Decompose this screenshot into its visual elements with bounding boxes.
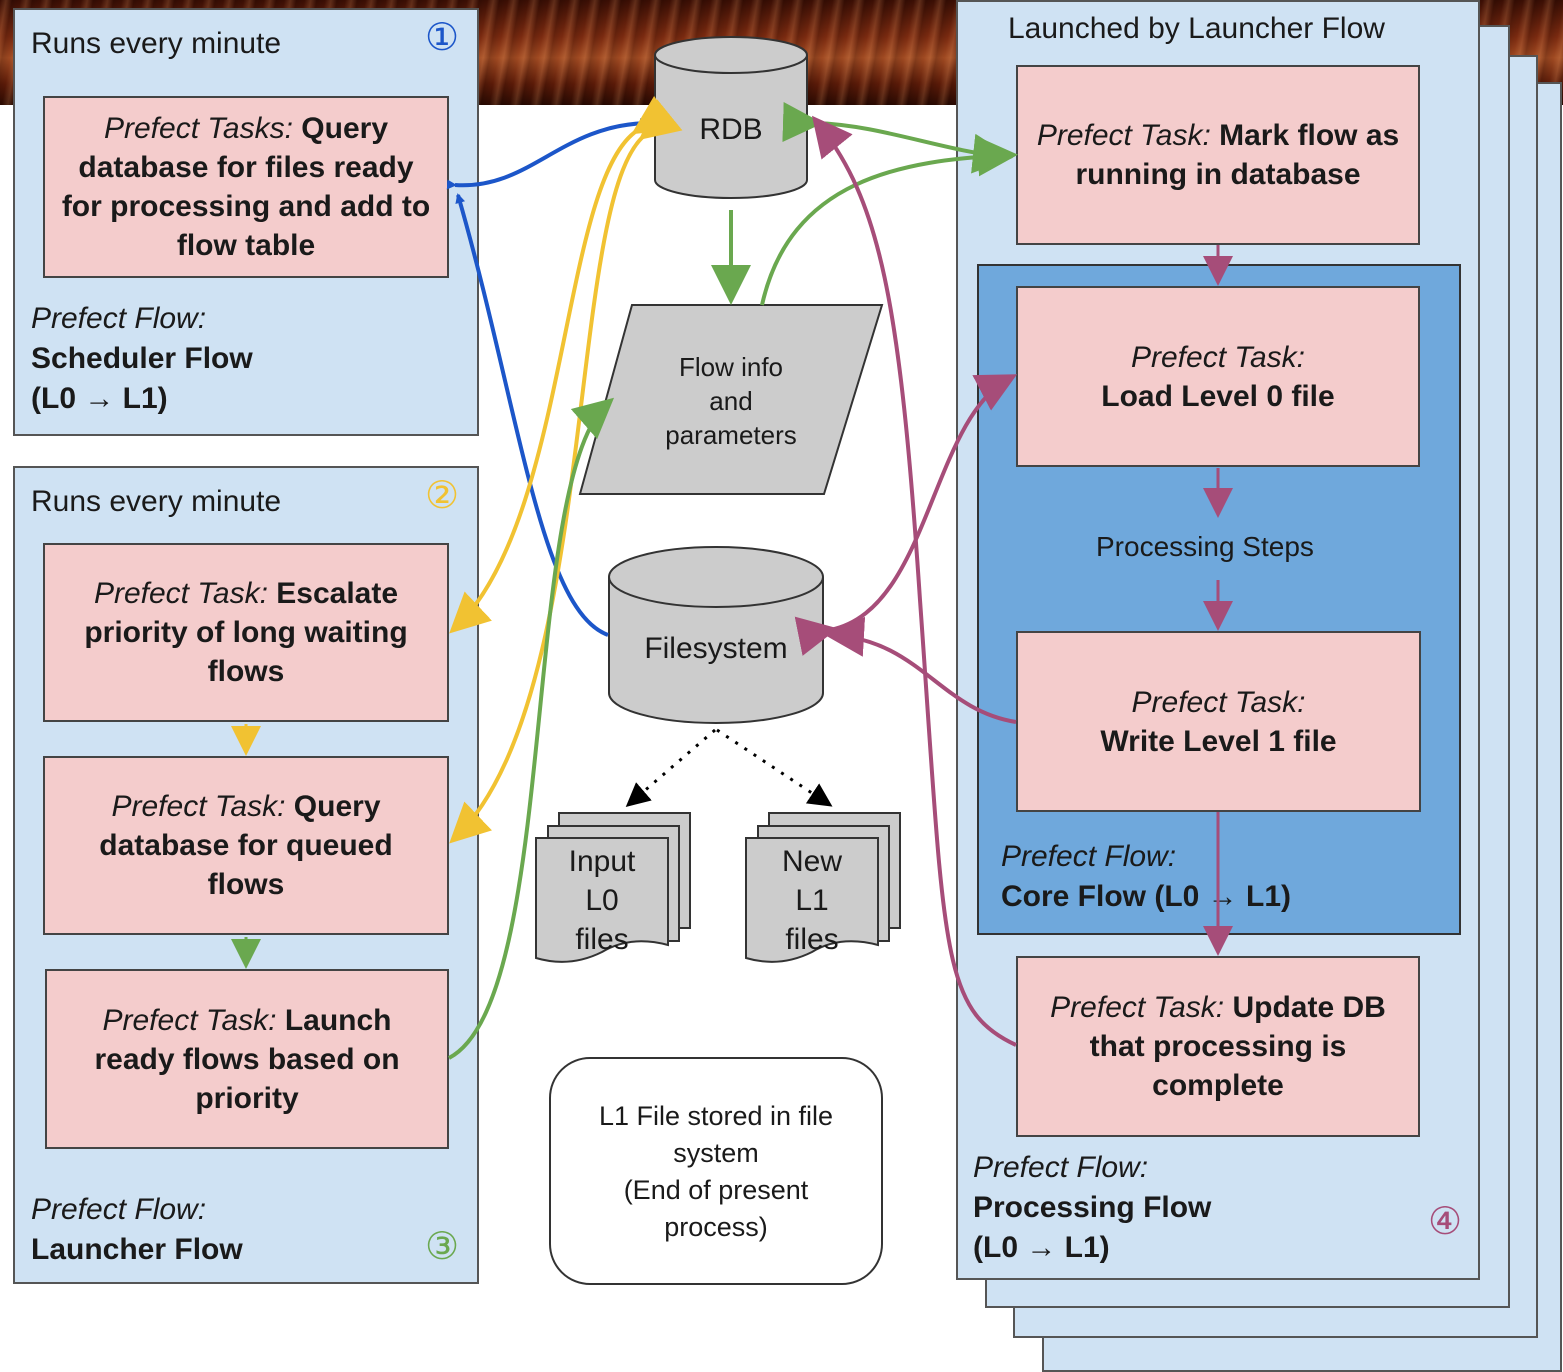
task-text: Query database for queued flows xyxy=(99,790,393,901)
launch-ready-flows-task[interactable]: Prefect Task: Launch ready flows based o… xyxy=(45,969,449,1149)
task-prefix: Prefect Task: xyxy=(1036,119,1211,152)
filesystem-to-input-arrow xyxy=(625,728,716,807)
flow-info-line: Flow info xyxy=(678,352,784,382)
launch-flowinfo-green-arrow xyxy=(448,397,615,1060)
query-queued-flows-task[interactable]: Prefect Task: Query database for queued … xyxy=(43,756,449,935)
scheduler-schedule-label: Runs every minute xyxy=(31,27,282,60)
scheduler-flow-name: Scheduler Flow xyxy=(31,342,253,375)
flow-info-line: and xyxy=(709,386,753,416)
task-text: Mark flow as running in database xyxy=(1075,119,1400,191)
task-prefix: Prefect Task: xyxy=(111,790,286,823)
task-prefix: Prefect Task: xyxy=(1131,340,1305,374)
launcher-number-three-badge: ③ xyxy=(425,1226,460,1268)
write-level1-task[interactable]: Prefect Task: Write Level 1 file xyxy=(1016,631,1421,812)
task-text: Escalate priority of long waiting flows xyxy=(84,577,408,688)
rdb-database-icon xyxy=(654,36,808,199)
task-text: Launch ready flows based on priority xyxy=(94,1003,400,1115)
core-flow-prefix: Prefect Flow: xyxy=(1001,840,1177,873)
filesystem-to-new-arrow xyxy=(716,728,833,807)
rdb-mark-green-arrow xyxy=(782,102,1013,174)
filesystem-label: Filesystem xyxy=(644,632,788,665)
processing-flow-prefix: Prefect Flow: xyxy=(973,1151,1149,1184)
flow-info-line: parameters xyxy=(665,420,797,450)
end-note-line: process) xyxy=(664,1212,768,1242)
processing-number-badge: ④ xyxy=(1428,1201,1463,1243)
write-filesystem-purple-arrow xyxy=(824,616,1017,724)
escalate-priority-task[interactable]: Prefect Task: Escalate priority of long … xyxy=(43,543,449,722)
task-prefix: Prefect Task: xyxy=(1050,991,1225,1024)
input-files-label: Input L0 files xyxy=(536,842,668,959)
scheduler-flow-levels: (L0 → L1) xyxy=(31,382,168,415)
scheduler-query-task[interactable]: Prefect Tasks: Query database for files … xyxy=(43,96,449,278)
files-line: New xyxy=(781,845,842,878)
mark-flow-running-task[interactable]: Prefect Task: Mark flow as running in da… xyxy=(1016,65,1420,245)
launched-by-label: Launched by Launcher Flow xyxy=(1008,12,1385,45)
end-note-box xyxy=(549,1057,883,1285)
core-flow-name: Core Flow (L0 → L1) xyxy=(1001,880,1292,913)
launcher-schedule-label: Runs every minute xyxy=(31,485,282,518)
task-prefix: Prefect Task: xyxy=(93,577,268,610)
end-note-line: system xyxy=(673,1138,759,1168)
task-text: Write Level 1 file xyxy=(1100,724,1337,758)
launcher-flow-prefix: Prefect Flow: xyxy=(31,1193,207,1226)
files-line: files xyxy=(785,923,839,956)
processing-steps-label: Processing Steps xyxy=(1096,531,1314,562)
processing-flow-name: Processing Flow xyxy=(973,1191,1212,1224)
files-line: Input xyxy=(568,845,636,878)
files-line: L1 xyxy=(795,884,829,917)
flow-info-label: Flow info and parameters xyxy=(631,350,831,452)
scheduler-flow-prefix: Prefect Flow: xyxy=(31,302,207,335)
new-l1-files-icon xyxy=(745,812,901,963)
update-rdb-purple-arrow xyxy=(811,115,1017,1047)
rdb-label: RDB xyxy=(699,113,763,146)
task-prefix: Prefect Task: xyxy=(102,1003,277,1037)
scheduler-number-badge: ① xyxy=(425,17,460,59)
filesystem-load-purple-arrow xyxy=(794,374,1018,656)
new-files-label: New L1 files xyxy=(746,842,878,959)
task-prefix: Prefect Task: xyxy=(1131,685,1306,719)
end-note-line: L1 File stored in file xyxy=(598,1101,834,1131)
task-prefix: Prefect Tasks: xyxy=(103,112,293,145)
task-text: Query database for files ready for proce… xyxy=(61,112,431,262)
load-level0-task[interactable]: Prefect Task: Load Level 0 file xyxy=(1016,286,1420,467)
update-db-complete-task[interactable]: Prefect Task: Update DB that processing … xyxy=(1016,956,1420,1137)
filesystem-scheduler-blue-arrow xyxy=(455,193,609,637)
end-note-text: L1 File stored in file system (End of pr… xyxy=(552,1098,880,1246)
task-text: Update DB that processing is complete xyxy=(1089,991,1386,1102)
launcher-flow-name: Launcher Flow xyxy=(31,1233,243,1266)
end-note-line: (End of present xyxy=(623,1175,809,1205)
files-line: L0 xyxy=(585,884,619,917)
files-line: files xyxy=(575,923,629,956)
task-text: Load Level 0 file xyxy=(1101,379,1335,413)
processing-flow-levels: (L0 → L1) xyxy=(973,1231,1110,1264)
rdb-query-yellow-arrow xyxy=(449,99,683,844)
